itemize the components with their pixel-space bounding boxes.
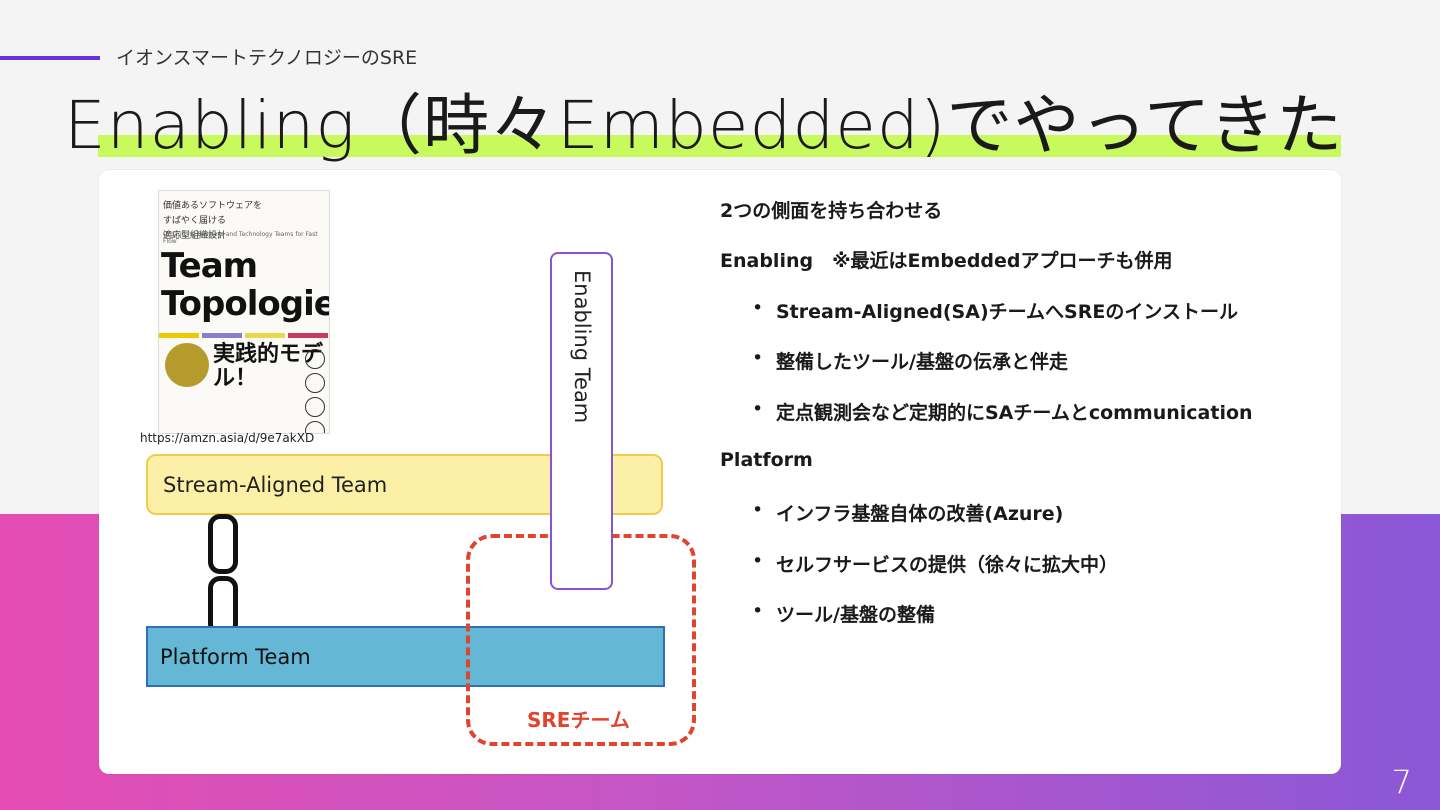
book-top-line: 価値あるソフトウェアを [163, 201, 263, 211]
bullet-icon: • [752, 550, 764, 572]
header-kicker: イオンスマートテクノロジーのSRE [116, 47, 418, 69]
book-stripe [288, 333, 328, 338]
book-stripe [245, 333, 285, 338]
sre-team-label: SREチーム [527, 708, 630, 732]
book-title-line2: Topologies [161, 284, 329, 324]
list-item-text: ツール/基盤の整備 [776, 604, 935, 626]
book-title-line1: Team [161, 246, 258, 286]
enabling-list-item: • Stream-Aligned(SA)チームへSREのインストール [752, 297, 1238, 324]
book-logos [305, 349, 325, 433]
list-item-text: 整備したツール/基盤の伝承と伴走 [776, 351, 1068, 373]
chain-link-icon [208, 514, 238, 574]
enabling-team-label: Enabling Team [570, 270, 594, 424]
book-top-line: 適応型組織設計 [163, 231, 227, 241]
platform-team-box: Platform Team [146, 626, 665, 687]
bullet-icon: • [752, 499, 764, 521]
book-cover-image: 価値あるソフトウェアを すばやく届ける 適応型組織設計 Organizing B… [158, 190, 330, 434]
slide-title: Enabling（時々Embedded)でやってきた [64, 87, 1344, 164]
company-logo-icon [305, 397, 325, 417]
platform-list-item: • インフラ基盤自体の改善(Azure) [752, 499, 1064, 526]
company-logo-icon [305, 373, 325, 393]
list-item-text: 定点観測会など定期的にSAチームとcommunication [776, 402, 1253, 424]
list-item-text: Stream-Aligned(SA)チームへSREのインストール [776, 301, 1238, 323]
book-stripe [159, 333, 199, 338]
book-subtitle-en: Organizing Business and Technology Teams… [163, 231, 318, 245]
platform-list-item: • ツール/基盤の整備 [752, 600, 935, 627]
company-logo-icon [305, 421, 325, 433]
company-logo-icon [305, 349, 325, 369]
enabling-team-box: Enabling Team [550, 252, 613, 590]
list-item-text: インフラ基盤自体の改善(Azure) [776, 503, 1064, 525]
platform-title: Platform [720, 449, 813, 471]
enabling-list-item: • 整備したツール/基盤の伝承と伴走 [752, 347, 1068, 374]
enabling-title: Enabling ※最近はEmbeddedアプローチも併用 [720, 250, 1173, 272]
stream-aligned-team-label: Stream-Aligned Team [163, 473, 388, 497]
bullet-icon: • [752, 297, 764, 319]
book-catch: 実践的モデル！ [213, 342, 324, 391]
bullet-icon: • [752, 347, 764, 369]
title-highlight [98, 135, 1341, 157]
book-title-en: Team Topologies [161, 246, 329, 324]
platform-list-item: • セルフサービスの提供（徐々に拡大中） [752, 550, 1119, 577]
header-accent-line [0, 56, 100, 60]
book-top-line: すばやく届ける [163, 216, 227, 226]
enabling-list-item: • 定点観測会など定期的にSAチームとcommunication [752, 398, 1253, 425]
book-top-text: 価値あるソフトウェアを すばやく届ける 適応型組織設計 [163, 199, 262, 244]
book-url-link[interactable]: https://amzn.asia/d/9e7akXD [140, 431, 315, 445]
content-heading: 2つの側面を持ち合わせる [720, 200, 943, 222]
page-number: 7 [1391, 763, 1412, 801]
platform-team-label: Platform Team [160, 645, 311, 669]
bullet-icon: • [752, 600, 764, 622]
bullet-icon: • [752, 398, 764, 420]
list-item-text: セルフサービスの提供（徐々に拡大中） [776, 554, 1119, 576]
book-stripe [202, 333, 242, 338]
book-seal-icon [165, 343, 209, 387]
